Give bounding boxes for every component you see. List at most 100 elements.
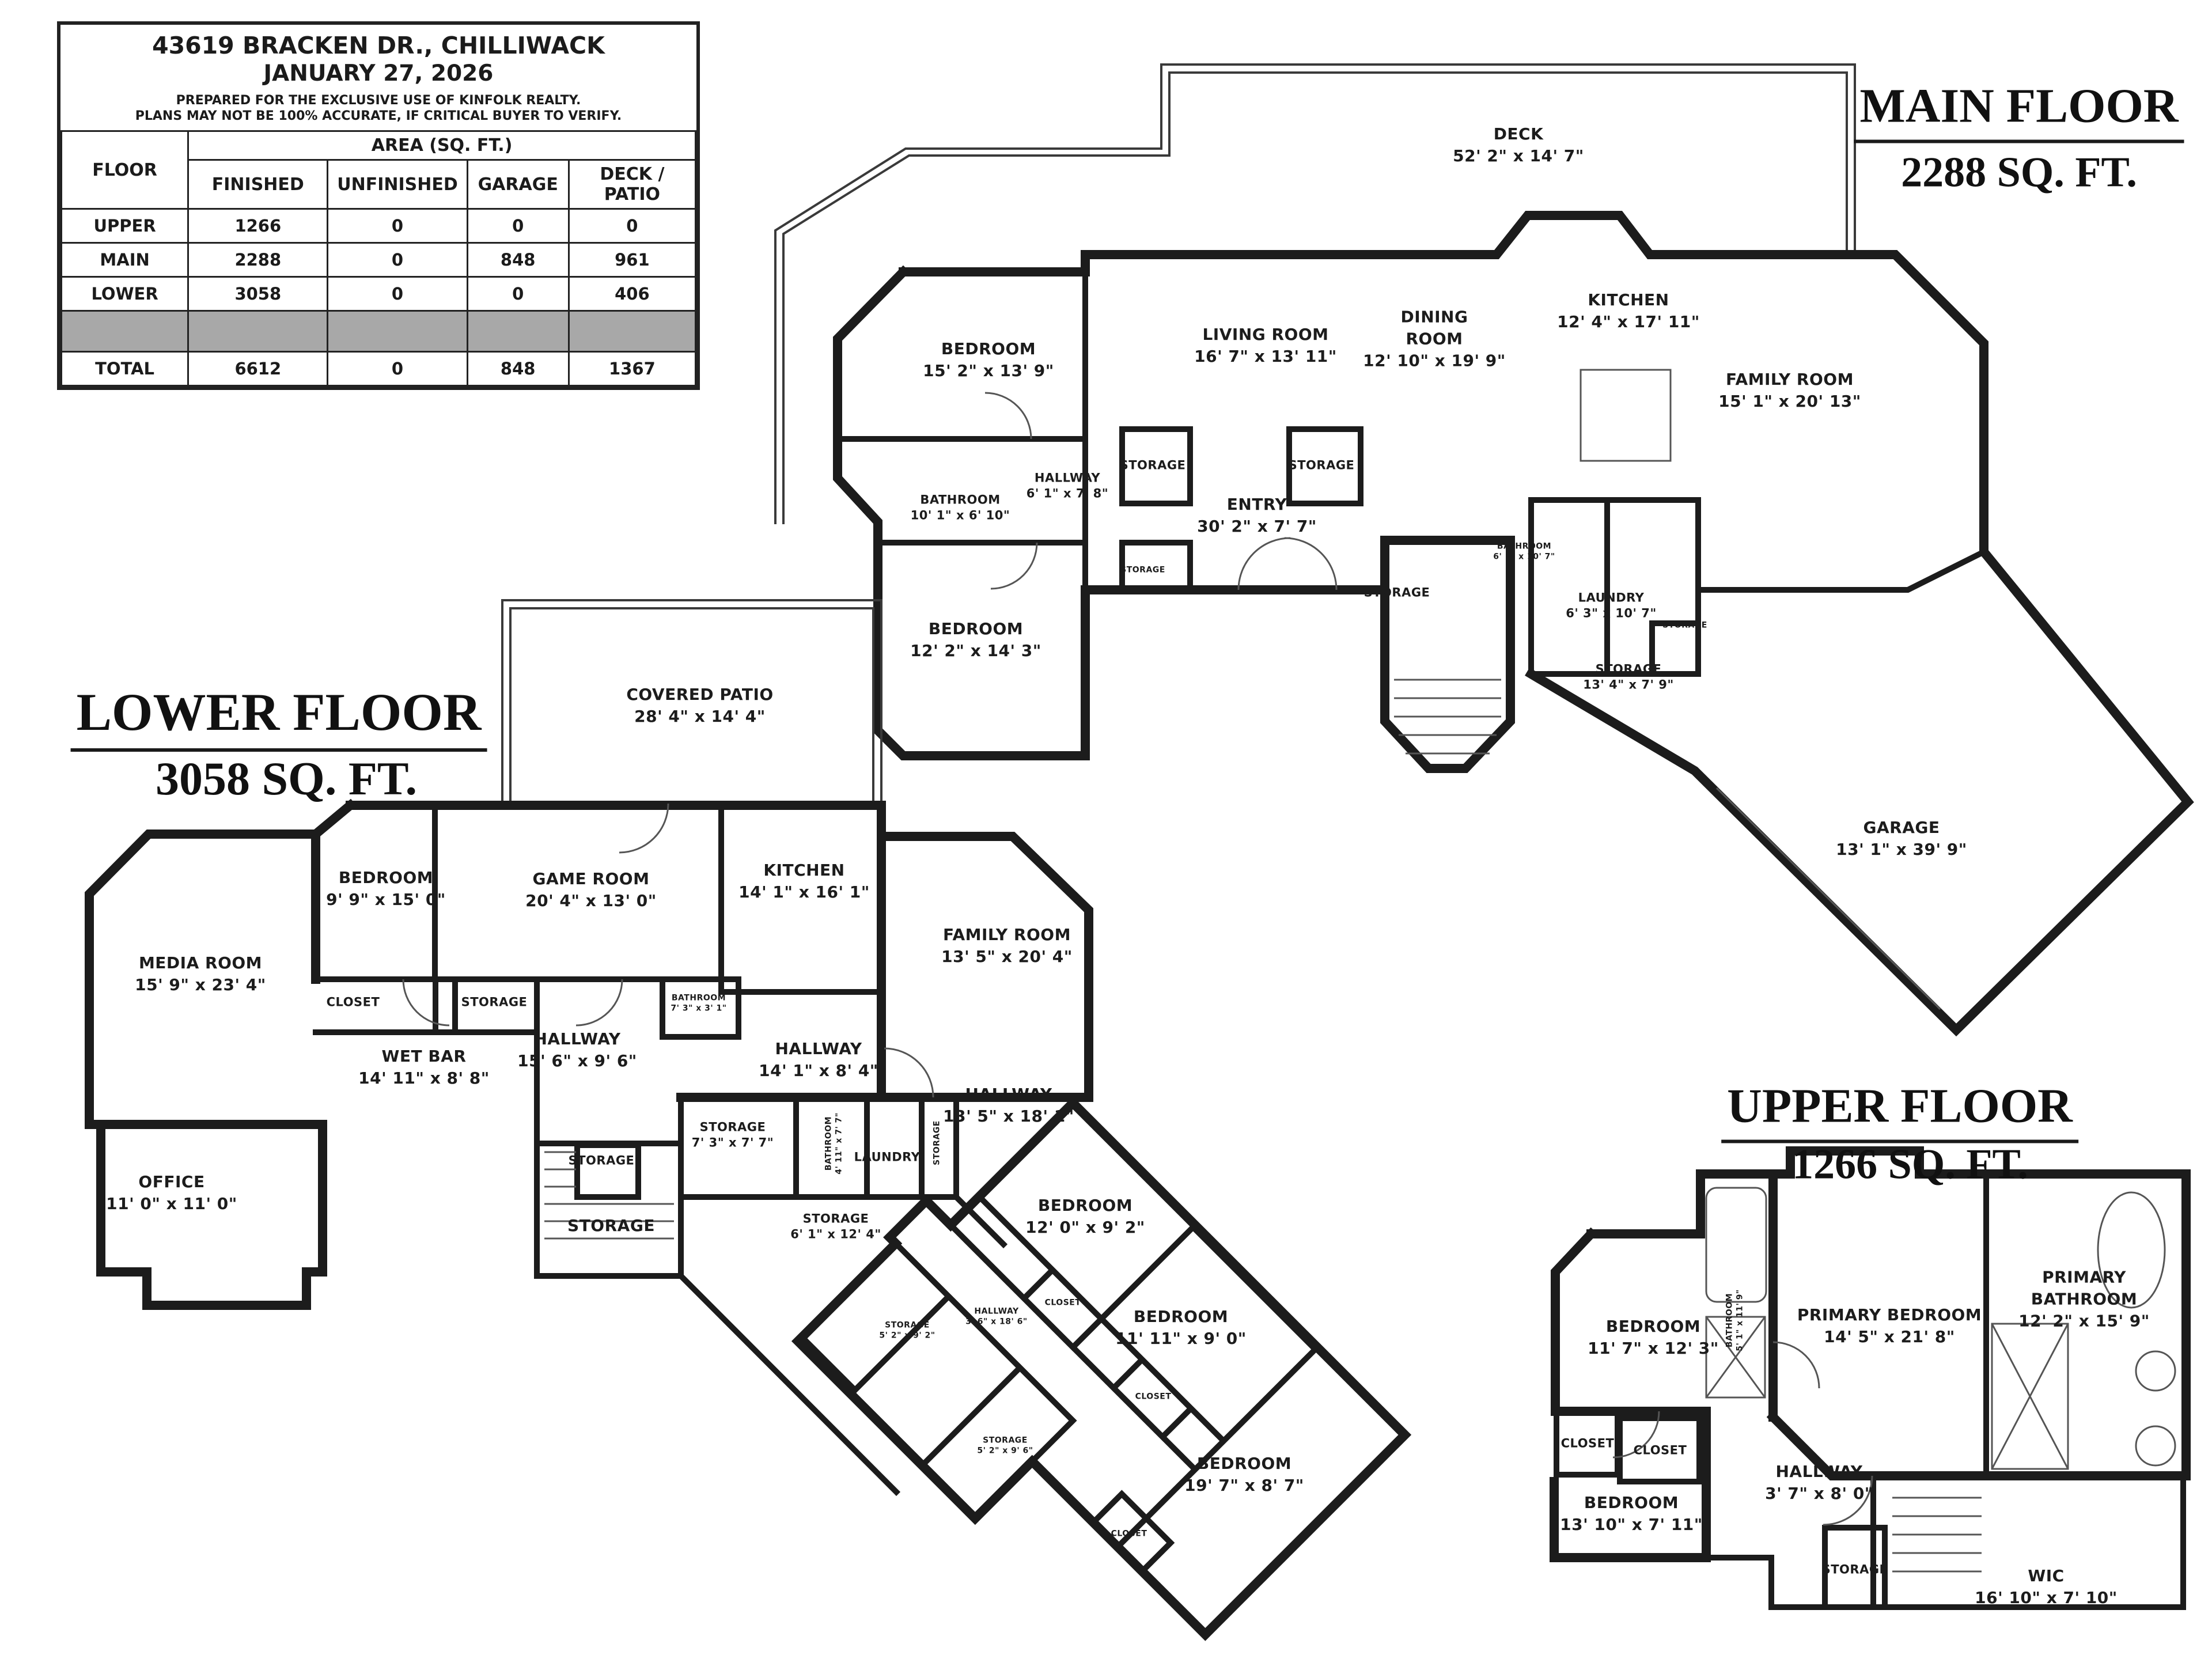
room-label-line: HALLWAY xyxy=(1775,1462,1863,1482)
lower-stair-storage-block xyxy=(534,1094,923,1279)
room-label-line: STORAGE xyxy=(461,995,528,1009)
area-table-cell: TOTAL xyxy=(60,351,190,387)
main-door-arcs xyxy=(984,392,1338,590)
room-label: STORAGE xyxy=(1120,457,1186,473)
room-label-line: STORAGE xyxy=(1288,458,1355,472)
room-label-line: 52' 2" x 14' 7" xyxy=(1453,146,1584,165)
room-label-line: STORAGE xyxy=(567,1216,655,1236)
area-table-cell xyxy=(567,310,697,353)
room-label-line: BEDROOM xyxy=(1037,1196,1133,1215)
room-label-line: 13' 1" x 39' 9" xyxy=(1836,840,1967,859)
room-label-line: HALLWAY xyxy=(1034,471,1101,485)
area-table-cell xyxy=(327,310,468,353)
room-label-line: HALLWAY xyxy=(965,1085,1052,1104)
room-label-line: DECK xyxy=(1493,124,1544,144)
main-stair-block xyxy=(1380,536,1515,773)
room-label: STORAGE xyxy=(932,1120,942,1165)
room-label: CLOSET xyxy=(1135,1392,1172,1402)
room-label: STORAGE xyxy=(1364,585,1430,600)
area-table-cell: 848 xyxy=(466,351,570,387)
col-deck-patio: DECK / PATIO xyxy=(567,159,697,210)
area-table-cell: 0 xyxy=(327,276,468,312)
room-label: BATHROOM 10' 1" x 6' 10" xyxy=(911,493,1010,524)
main-floor-walls xyxy=(774,63,2194,1037)
room-label-line: STORAGE xyxy=(1119,458,1186,472)
room-label-line: 11' 7" x 12' 3" xyxy=(1588,1339,1719,1358)
room-label-line: 14' 1" x 16' 1" xyxy=(738,882,870,902)
area-table-cell: 6612 xyxy=(187,351,329,387)
room-label-line: LIVING ROOM xyxy=(1202,325,1329,344)
primary-sink-2 xyxy=(2135,1425,2176,1467)
main-interior-walls xyxy=(835,269,1088,593)
room-label-line: 12' 4" x 17' 11" xyxy=(1557,312,1700,331)
room-label-line: ENTRY xyxy=(1226,495,1287,514)
main-floor-area: 2288 SQ. FT. xyxy=(1901,149,2137,196)
col-finished: FINISHED xyxy=(187,159,329,210)
room-label-line: 10' 1" x 6' 10" xyxy=(910,509,1010,522)
room-label-line: 5' 2" x 9' 2" xyxy=(879,1331,935,1340)
room-label: CLOSET xyxy=(327,994,380,1010)
room-label-line: 5' 2" x 9' 6" xyxy=(977,1446,1033,1455)
room-label: STORAGE xyxy=(567,1215,655,1237)
room-label-line: 6' 1" x 10' 7" xyxy=(1493,552,1555,561)
area-table-cell: 0 xyxy=(567,208,697,244)
room-label-line: BEDROOM xyxy=(1584,1493,1679,1513)
room-label-line: 13' 4" x 7' 9" xyxy=(1583,678,1674,692)
room-label-line: 3' 7" x 8' 0" xyxy=(1765,1484,1873,1503)
room-label-line: 15' 6" x 9' 6" xyxy=(517,1051,637,1070)
room-label-line: 11' 11" x 9' 0" xyxy=(1115,1329,1247,1348)
col-unfinished: UNFINISHED xyxy=(327,159,468,210)
room-label-line: 14' 11" x 8' 8" xyxy=(358,1069,490,1088)
col-floor: FLOOR xyxy=(60,130,190,210)
room-label-line: 13' 5" x 18' 1" xyxy=(943,1107,1074,1126)
room-label-line: 6' 1" x 7' 8" xyxy=(1026,487,1109,501)
room-label-line: 6' 3" x 10' 7" xyxy=(1566,607,1657,620)
room-label-line: BATHROOM xyxy=(1497,541,1552,551)
area-table-cell: 961 xyxy=(567,242,697,278)
primary-sink-1 xyxy=(2135,1350,2176,1392)
area-table-cell xyxy=(60,310,190,353)
lower-outer-wall xyxy=(346,801,1093,1102)
room-label-line: BATHROOM xyxy=(2031,1289,2138,1309)
room-label-line: CLOSET xyxy=(1560,1436,1615,1450)
room-label-line: 12' 10" x 19' 9" xyxy=(1363,350,1506,370)
room-label-line: COVERED PATIO xyxy=(626,685,774,704)
room-label-line: BEDROOM xyxy=(928,619,1024,639)
room-label-line: KITCHEN xyxy=(1588,290,1669,310)
main-left-wing-wall xyxy=(833,265,1389,760)
area-table-cell: 0 xyxy=(327,242,468,278)
lower-stair-treads xyxy=(544,1151,674,1240)
area-table-cell: 0 xyxy=(327,208,468,244)
room-label-line: 15' 9" x 23' 4" xyxy=(135,975,266,994)
room-label-line: MEDIA ROOM xyxy=(138,953,263,973)
area-table-cell xyxy=(466,310,570,353)
room-label-line: HALLWAY xyxy=(775,1039,862,1059)
room-label-line: PRIMARY BEDROOM xyxy=(1797,1305,1982,1325)
room-label-line: STORAGE xyxy=(932,1120,942,1165)
upper-interior-walls xyxy=(1554,1171,2186,1610)
room-label-line: 6' 1" x 12' 4" xyxy=(790,1228,881,1241)
room-label-line: 14' 5" x 21' 8" xyxy=(1824,1327,1955,1346)
area-table-head: FLOOR AREA (SQ. FT.) FINISHED UNFINISHED… xyxy=(60,130,697,210)
room-label: STORAGE xyxy=(1289,457,1355,473)
area-table-cell: 1367 xyxy=(567,351,697,387)
room-label-line: BEDROOM xyxy=(1605,1317,1701,1336)
lower-interior-walls xyxy=(313,802,884,1279)
room-label-line: STORAGE xyxy=(1120,565,1165,575)
main-stair-treads xyxy=(1394,679,1501,755)
room-label-line: BATHROOM xyxy=(920,493,1001,507)
room-label-line: LAUNDRY xyxy=(854,1150,921,1164)
